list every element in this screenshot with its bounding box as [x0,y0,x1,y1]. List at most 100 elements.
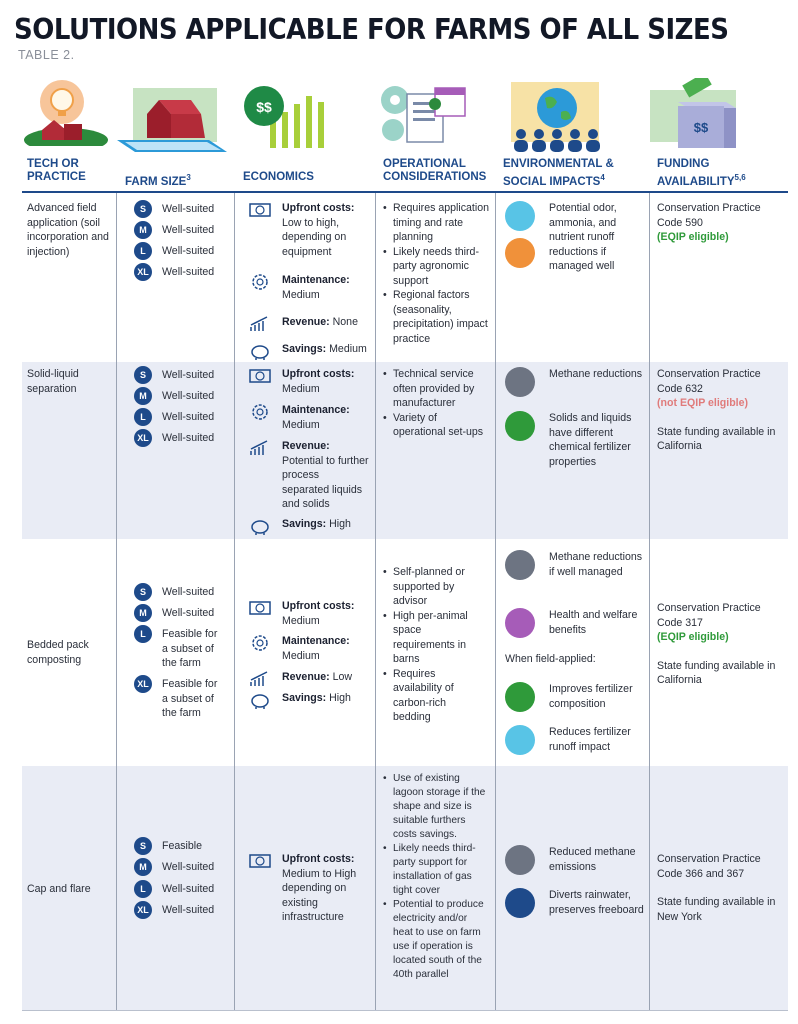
header-divider [22,191,788,193]
funding: Conservation Practice Code 632 (not EQIP… [657,367,782,454]
list-item: Technical service often provided by manu… [383,367,491,411]
plant-sprout-icon [505,682,535,712]
eqip-flag: (EQIP eligible) [657,231,729,243]
env-text: Diverts rainwater, preserves freeboard [549,889,644,916]
table-label: TABLE 2. [18,48,75,62]
gear-icon [252,635,268,651]
size-badge: M [134,858,152,876]
methane-cloud-icon [505,367,535,397]
header-environmental: ENVIRONMENTAL & SOCIAL IMPACTS4 [503,158,614,188]
barn-field-icon [117,88,227,152]
size-l: L Well-suited [134,408,214,426]
list-item: Potential to produce electricity and/or … [383,898,489,982]
methane-cloud-icon [505,845,535,875]
piggy-bank-icon [251,694,269,709]
econ-upfront: Upfront costs:Low to high, depending on … [249,201,369,259]
list-item: Likely needs third-party agronomic suppo… [383,245,491,289]
size-badge: S [134,583,152,601]
list-item: Self-planned or supported by advisor [383,565,483,609]
size-rating: Well-suited [162,224,215,236]
size-rating: Well-suited [162,883,215,895]
column-divider [116,193,117,1010]
row-divider [22,1010,788,1011]
growth-chart-icon [250,671,268,686]
funding: Conservation Practice Code 366 and 367 S… [657,852,782,924]
size-badge: M [134,604,152,622]
size-rating: Feasible [162,840,203,852]
gear-icon [252,274,268,290]
gear-icon [252,404,268,420]
funding-text: Conservation Practice Code 366 and 367 [657,853,761,880]
env-impact: Improves fertilizer composition [505,682,645,712]
header-operational: OPERATIONAL CONSIDERATIONS [383,158,487,183]
econ-upfront: Upfront costs:Medium [249,599,369,628]
svg-text:$$: $$ [694,120,709,135]
funding-text: Conservation Practice Code 317 [657,602,761,629]
econ-savings: Savings: High [249,517,369,535]
size-rating: Well-suited [162,586,215,598]
env-impact: Health and welfare benefits [505,608,645,638]
size-badge: S [134,366,152,384]
env-text: Reduces fertilizer runoff impact [549,726,631,753]
tech-name: Cap and flare [27,883,91,895]
env-text: Solids and liquids have different chemic… [549,412,632,468]
funding: Conservation Practice Code 590 (EQIP eli… [657,201,782,245]
econ-maintenance: Maintenance:Medium [249,403,369,432]
size-rating: Well-suited [162,904,215,916]
econ-upfront: Upfront costs:Medium to High depending o… [249,852,369,925]
env-impact: Methane reductions if well managed [505,550,645,580]
tech-name: Advanced field application (soil incorpo… [27,202,109,258]
funding-text: Conservation Practice Code 632 [657,368,761,395]
size-badge: L [134,625,152,643]
tech-name: Bedded pack composting [27,639,89,666]
dollar-bill-icon [249,601,271,615]
funding: Conservation Practice Code 317 (EQIP eli… [657,601,782,688]
size-rating: Well-suited [162,245,215,257]
size-rating: Well-suited [162,432,215,444]
growth-chart-icon [250,440,268,455]
header-tech: TECH OR PRACTICE [27,158,86,183]
methane-cloud-icon [505,550,535,580]
size-badge: L [134,408,152,426]
column-divider [234,193,235,1010]
size-rating: Well-suited [162,411,215,423]
size-badge: XL [134,429,152,447]
env-impact: Reduces fertilizer runoff impact [505,725,645,755]
econ-revenue: Revenue: None [249,315,369,331]
tech-name: Solid-liquid separation [27,368,79,395]
env-text: Improves fertilizer composition [549,683,633,710]
size-rating: Well-suited [162,607,215,619]
header-economics: ECONOMICS [243,171,314,183]
water-waves-icon [505,201,535,231]
list-item: Requires availability of carbon-rich bed… [383,667,483,725]
econ-maintenance: Maintenance:Medium [249,273,369,302]
env-text: Health and welfare benefits [549,609,638,636]
size-badge: M [134,387,152,405]
globe-people-icon [511,82,600,152]
list-item: Regional factors (seasonality, precipita… [383,288,491,346]
size-badge: S [134,200,152,218]
funding-text: Conservation Practice Code 590 [657,202,761,229]
header-farm-size: FARM SIZE3 [125,173,191,188]
location-pin-icon [505,238,535,268]
econ-revenue: Revenue: Low [249,670,369,686]
state-funding: State funding available in California [657,425,776,453]
env-text: Reduced methane emissions [549,846,636,873]
list-item: Use of existing lagoon storage if the sh… [383,772,489,842]
econ-savings: Savings: High [249,691,369,709]
column-divider [495,193,496,1010]
funding-box-icon: $$ [650,78,736,148]
piggy-bank-icon [251,345,269,360]
state-funding: State funding available in New York [657,896,776,923]
size-badge: M [134,221,152,239]
env-impact: Diverts rainwater, preserves freeboard [505,888,645,918]
size-xl: XL Well-suited [134,429,214,447]
econ-upfront: Upfront costs:Medium [249,367,369,396]
